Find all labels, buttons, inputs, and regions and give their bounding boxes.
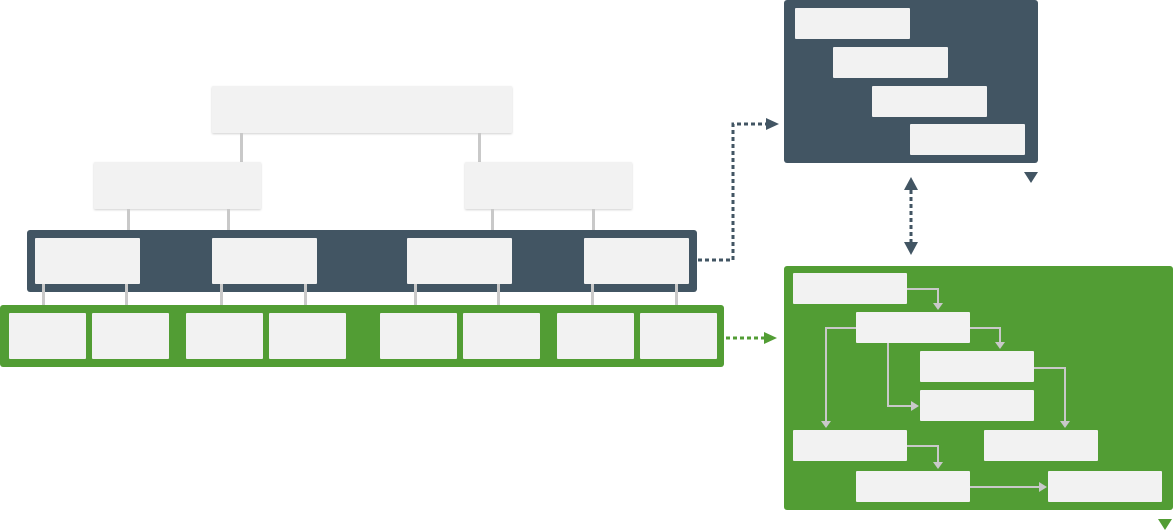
tree-level2-node — [35, 238, 140, 284]
connector-line — [125, 284, 128, 314]
tree-level3-node — [640, 313, 717, 359]
connector-line — [591, 284, 594, 314]
triangle-down-icon[interactable] — [1158, 519, 1172, 530]
flow-box — [793, 430, 907, 461]
connector-line — [42, 284, 45, 314]
flow-box — [856, 471, 970, 502]
connector-line — [304, 284, 307, 314]
tree-level3-node — [557, 313, 634, 359]
flow-box — [856, 312, 970, 343]
tree-level3-node — [380, 313, 457, 359]
tree-level2-node — [407, 238, 512, 284]
sequence-step-box — [872, 86, 987, 117]
connector-line — [220, 284, 223, 314]
flow-box — [793, 273, 907, 304]
tree-level1-node — [94, 162, 261, 209]
tree-level3-node — [463, 313, 540, 359]
flow-connectors — [825, 288, 1066, 488]
triangle-down-icon[interactable] — [1024, 172, 1038, 183]
connector-line — [675, 284, 678, 314]
sequence-step-box — [910, 124, 1025, 155]
flow-panel — [784, 266, 1173, 510]
connector-line — [414, 284, 417, 314]
connector-line — [240, 133, 243, 162]
tree-level3-node — [92, 313, 169, 359]
arrowhead-up-icon — [904, 177, 918, 190]
tree-level2-node — [212, 238, 317, 284]
flow-arrowheads — [821, 303, 1070, 492]
connector-line — [127, 209, 130, 238]
flow-box — [920, 351, 1034, 382]
tree-level3-node — [269, 313, 346, 359]
tree-level1-node — [465, 162, 632, 209]
connector-line — [491, 209, 494, 238]
tree-level3-node — [9, 313, 86, 359]
connector-line — [592, 209, 595, 238]
arrowhead-icon — [766, 118, 779, 130]
tree-level2-node — [584, 238, 689, 284]
flow-box — [984, 430, 1098, 461]
connector-line — [478, 133, 481, 162]
sequence-step-box — [795, 8, 910, 39]
flow-box — [1048, 471, 1162, 502]
flow-box — [920, 390, 1034, 421]
connector-line — [497, 284, 500, 314]
arrowhead-icon — [764, 332, 777, 344]
tree-root-node — [212, 86, 512, 133]
connector-line — [227, 209, 230, 238]
dotted-arrow-dark — [698, 122, 766, 262]
tree-level3-node — [186, 313, 263, 359]
sequence-step-box — [833, 47, 948, 78]
arrowhead-down-icon — [904, 242, 918, 255]
